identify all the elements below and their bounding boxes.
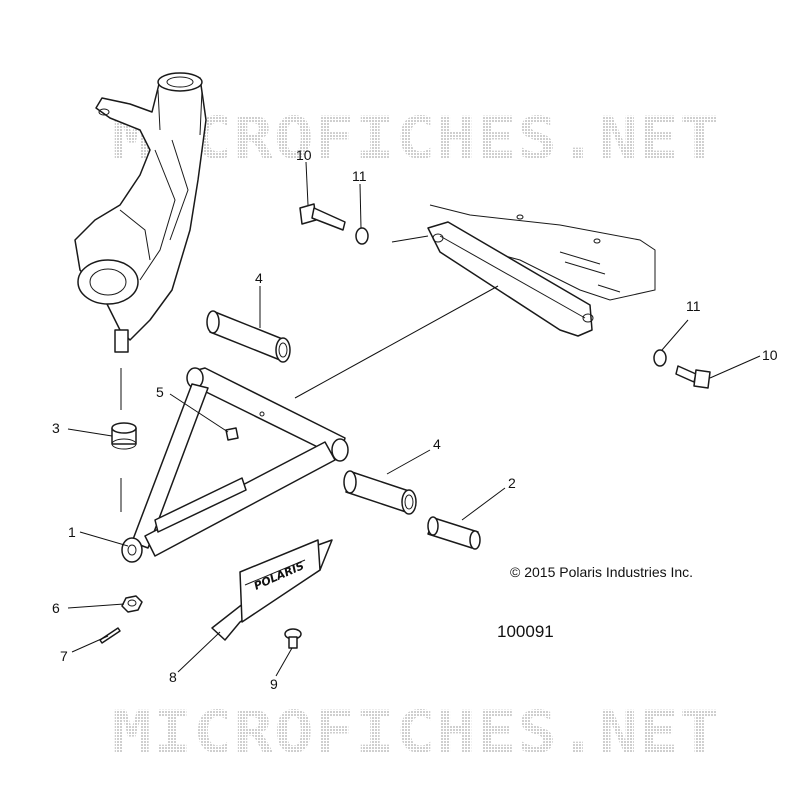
callout-3: 3 — [52, 420, 60, 436]
callout-4-lower: 4 — [433, 436, 441, 452]
callout-10-upper: 10 — [296, 147, 312, 163]
callout-2: 2 — [508, 475, 516, 491]
part-7-cotter-pin — [99, 627, 121, 644]
callout-10-right: 10 — [762, 347, 778, 363]
callout-4-upper: 4 — [255, 270, 263, 286]
copyright-text: © 2015 Polaris Industries Inc. — [510, 564, 693, 580]
callout-5: 5 — [156, 384, 164, 400]
part-4-bushing-upper — [206, 310, 291, 363]
part-3-cup — [111, 422, 137, 450]
part-10-bolt-upper — [299, 203, 346, 231]
part-11-washer-upper — [355, 227, 369, 245]
part-9-bolt — [284, 628, 302, 649]
callout-11-upper: 11 — [352, 168, 367, 184]
callout-9: 9 — [270, 676, 278, 692]
watermark-top: MICROFICHES.NET — [112, 104, 720, 172]
part-5-grease-fitting — [225, 427, 239, 441]
frame-crossmember — [427, 204, 656, 337]
callout-8: 8 — [169, 669, 177, 685]
part-6-nut — [121, 595, 143, 613]
callout-7: 7 — [60, 648, 68, 664]
part-2-sleeve — [427, 516, 481, 550]
part-4-bushing-lower — [343, 470, 417, 515]
figure-number: 100091 — [497, 622, 554, 641]
callout-6: 6 — [52, 600, 60, 616]
steering-knuckle — [74, 72, 207, 353]
leader-lines — [67, 161, 761, 677]
part-10-bolt-right — [675, 365, 711, 389]
callout-1: 1 — [68, 524, 76, 540]
part-11-washer-right — [653, 349, 667, 367]
part-8-guard: POLARIS — [211, 539, 333, 641]
part-1-a-arm — [121, 367, 349, 563]
watermark-bottom: MICROFICHES.NET — [112, 698, 720, 766]
callout-11-right: 11 — [686, 298, 701, 314]
